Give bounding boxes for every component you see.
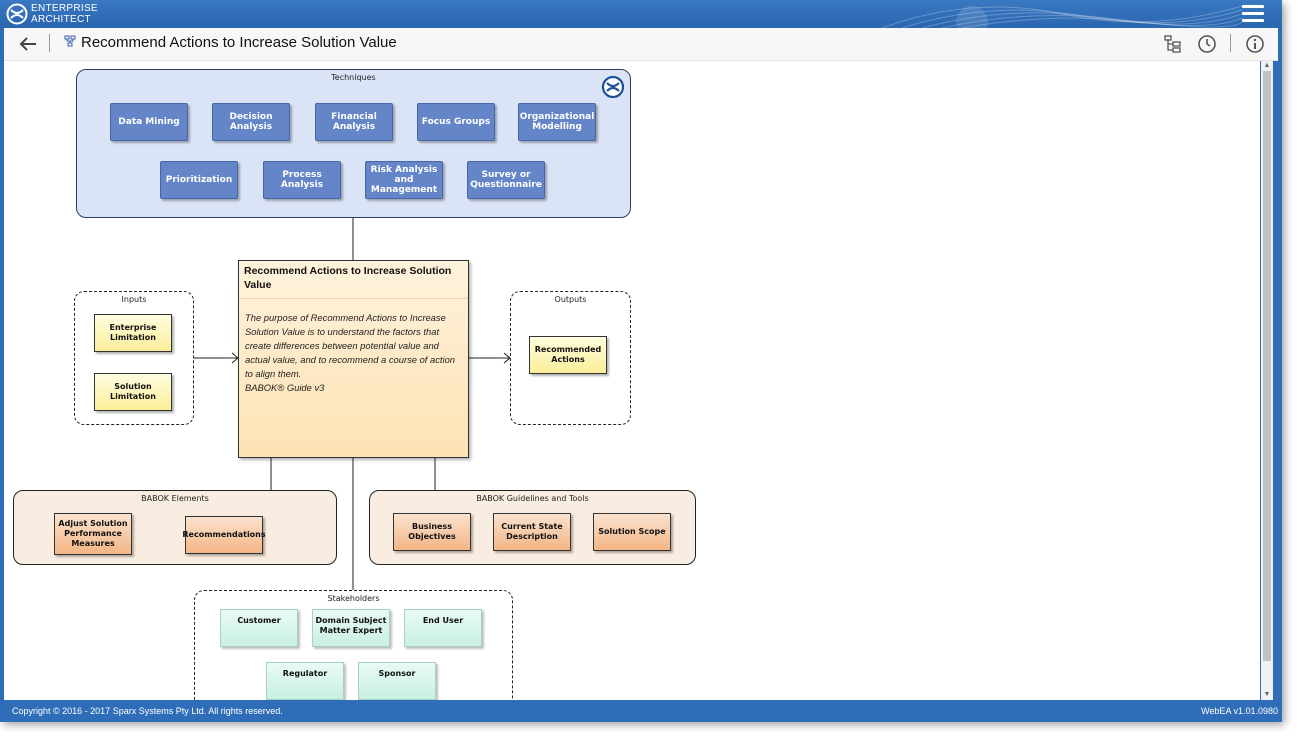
- history-clock-icon[interactable]: [1196, 33, 1218, 55]
- stakeholders-group-title: Stakeholders: [327, 594, 380, 603]
- main-activity-source: BABOK® Guide v3: [245, 382, 325, 393]
- technique-process-analysis[interactable]: Process Analysis: [263, 161, 341, 199]
- guideline-solution-scope[interactable]: Solution Scope: [593, 513, 671, 551]
- element-adjust-solution-performance-measures[interactable]: Adjust Solution Performance Measures: [54, 513, 132, 555]
- connector-lines: [194, 218, 511, 590]
- app-window: ENTERPRISE ARCHITECT Reco: [0, 0, 1282, 722]
- stakeholder-end-user[interactable]: End User: [404, 609, 482, 647]
- techniques-group-title: Techniques: [331, 73, 376, 82]
- main-activity-title: Recommend Actions to Increase Solution V…: [239, 261, 468, 299]
- stakeholder-customer[interactable]: Customer: [220, 609, 298, 647]
- babok-elements-title: BABOK Elements: [141, 494, 209, 503]
- header-divider: [49, 34, 50, 52]
- stakeholder-domain-sme[interactable]: Domain Subject Matter Expert: [312, 609, 390, 647]
- technique-data-mining[interactable]: Data Mining: [110, 103, 188, 141]
- element-recommendations[interactable]: Recommendations: [182, 516, 266, 554]
- hamburger-menu-icon[interactable]: [1242, 5, 1264, 23]
- diagram-canvas[interactable]: Techniques Data Mining Decision Analysis…: [4, 61, 1260, 700]
- header-decoration: [882, 5, 1242, 28]
- brand-line-1: ENTERPRISE: [31, 3, 98, 14]
- guideline-business-objectives[interactable]: Business Objectives: [393, 513, 471, 551]
- scroll-down-arrow-icon[interactable]: ▼: [1263, 691, 1271, 698]
- technique-financial-analysis[interactable]: Financial Analysis: [315, 103, 393, 141]
- page-title: Recommend Actions to Increase Solution V…: [81, 34, 397, 51]
- technique-risk-analysis[interactable]: Risk Analysis and Management: [365, 161, 443, 199]
- brand-name: ENTERPRISE ARCHITECT: [31, 3, 98, 25]
- header-divider: [1230, 34, 1231, 52]
- outputs-group-title: Outputs: [554, 295, 587, 304]
- guidelines-group-title: BABOK Guidelines and Tools: [476, 494, 589, 503]
- input-enterprise-limitation[interactable]: Enterprise Limitation: [94, 314, 172, 352]
- input-solution-limitation[interactable]: Solution Limitation: [94, 373, 172, 411]
- info-icon[interactable]: [1244, 33, 1266, 55]
- back-arrow-icon[interactable]: [18, 35, 38, 53]
- scrollbar-thumb[interactable]: [1263, 71, 1271, 661]
- brand-line-2: ARCHITECT: [31, 14, 91, 25]
- technique-survey[interactable]: Survey or Questionnaire: [467, 161, 545, 199]
- stakeholder-sponsor[interactable]: Sponsor: [358, 662, 436, 700]
- main-activity-text: The purpose of Recommend Actions to Incr…: [245, 312, 456, 379]
- sparx-logo-icon: [601, 75, 625, 99]
- browser-tree-icon[interactable]: [1162, 33, 1184, 55]
- inputs-group-title: Inputs: [121, 295, 147, 304]
- page-header: Recommend Actions to Increase Solution V…: [4, 28, 1278, 61]
- technique-decision-analysis[interactable]: Decision Analysis: [212, 103, 290, 141]
- stakeholder-regulator[interactable]: Regulator: [266, 662, 344, 700]
- sparx-logo-icon: [6, 3, 28, 25]
- copyright-text: Copyright © 2016 - 2017 Sparx Systems Pt…: [12, 706, 283, 716]
- guideline-current-state-description[interactable]: Current State Description: [493, 513, 571, 551]
- main-activity-description: The purpose of Recommend Actions to Incr…: [239, 299, 468, 395]
- output-recommended-actions[interactable]: Recommended Actions: [529, 336, 607, 374]
- main-activity[interactable]: Recommend Actions to Increase Solution V…: [238, 260, 469, 458]
- technique-focus-groups[interactable]: Focus Groups: [417, 103, 495, 141]
- scroll-up-arrow-icon[interactable]: ▲: [1263, 62, 1271, 69]
- technique-organizational-modelling[interactable]: Organizational Modelling: [518, 103, 596, 141]
- top-bar: ENTERPRISE ARCHITECT: [0, 0, 1282, 28]
- vertical-scrollbar[interactable]: ▲ ▼: [1261, 61, 1273, 700]
- diagram-icon: [64, 35, 76, 47]
- technique-prioritization[interactable]: Prioritization: [160, 161, 238, 199]
- footer: Copyright © 2016 - 2017 Sparx Systems Pt…: [0, 700, 1282, 722]
- version-text: WebEA v1.01.0980: [1201, 706, 1278, 716]
